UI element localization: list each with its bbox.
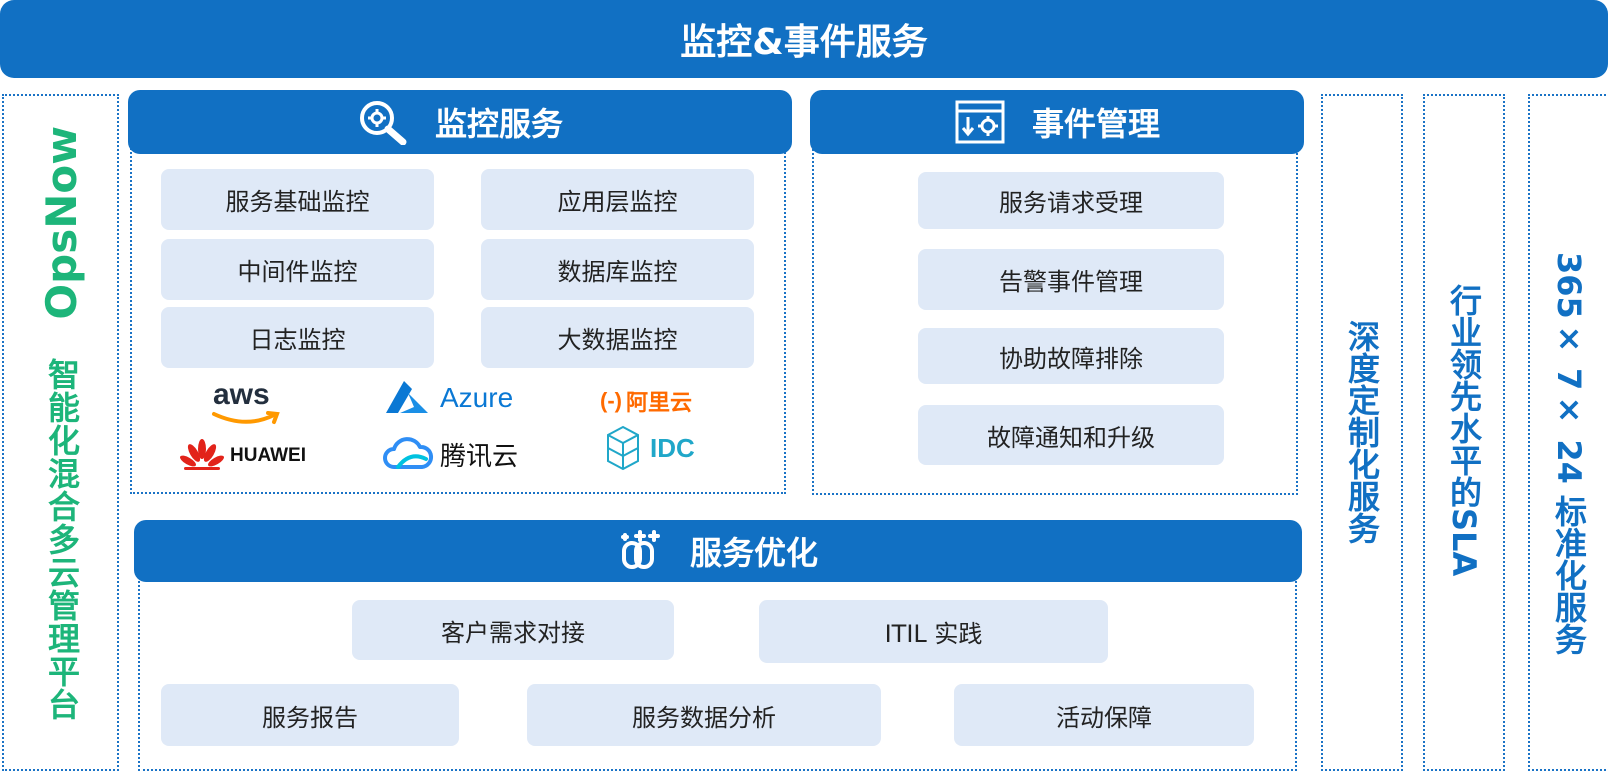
optimization-item: ITIL 实践 — [759, 600, 1108, 663]
aliyun-logo: (-) 阿里云 — [600, 383, 710, 419]
standard-service-label: 365× 7× 24 标准化服务 — [1550, 252, 1588, 656]
aliyun-logo-text: 阿里云 — [625, 391, 692, 416]
huawei-logo-text: HUAWEI — [230, 445, 306, 466]
aliyun-icon: (-) — [600, 388, 622, 413]
event-header: 事件管理 — [810, 90, 1304, 154]
monitoring-item: 数据库监控 — [481, 239, 754, 300]
page-title: 监控&事件服务 — [680, 22, 928, 63]
idc-logo-text: IDC — [650, 432, 695, 463]
tencent-logo: 腾讯云 — [382, 433, 522, 475]
platform-subtitle: 智能化混合多云管理平台 — [43, 358, 81, 721]
event-header-label: 事件管理 — [1031, 105, 1160, 143]
sla-column: 行业领先水平的SLA — [1423, 94, 1505, 771]
azure-logo: Azure — [384, 378, 524, 418]
monitoring-item: 应用层监控 — [481, 169, 754, 230]
huawei-logo: HUAWEI — [180, 436, 320, 476]
customized-service-label: 深度定制化服务 — [1343, 320, 1381, 544]
platform-brand: OpsNow — [37, 126, 86, 320]
optimization-item: 活动保障 — [954, 684, 1254, 746]
page-title-banner: 监控&事件服务 — [0, 0, 1608, 78]
customized-service-column: 深度定制化服务 — [1321, 94, 1403, 771]
event-item: 告警事件管理 — [918, 249, 1224, 310]
optimization-item: 服务数据分析 — [527, 684, 881, 746]
monitoring-item: 中间件监控 — [161, 239, 434, 300]
sla-label: 行业领先水平的SLA — [1445, 284, 1483, 577]
monitoring-header: 监控服务 — [128, 90, 792, 154]
azure-icon — [386, 381, 428, 413]
event-item: 服务请求受理 — [918, 172, 1224, 229]
monitoring-item: 服务基础监控 — [161, 169, 434, 230]
event-item: 协助故障排除 — [918, 328, 1224, 384]
optimization-item: 客户需求对接 — [352, 600, 674, 660]
optimization-header: 服务优化 — [134, 520, 1302, 582]
monitoring-item: 日志监控 — [161, 307, 434, 368]
aws-logo: aws — [208, 378, 288, 428]
platform-column: OpsNow 智能化混合多云管理平台 — [2, 94, 119, 771]
tencent-cloud-icon — [383, 437, 433, 469]
aws-logo-text: aws — [213, 378, 270, 411]
monitoring-header-label: 监控服务 — [434, 105, 563, 143]
optimization-header-label: 服务优化 — [689, 534, 818, 572]
optimization-item: 服务报告 — [161, 684, 459, 746]
standard-service-column: 365× 7× 24 标准化服务 — [1528, 94, 1608, 771]
datacenter-icon — [607, 425, 639, 471]
search-gear-icon — [357, 99, 409, 145]
aws-smile-icon — [212, 411, 280, 424]
tencent-logo-text: 腾讯云 — [440, 441, 519, 472]
window-gear-icon — [954, 99, 1006, 145]
link-plus-icon — [618, 529, 664, 573]
idc-logo: IDC — [604, 424, 708, 472]
huawei-icon — [180, 439, 224, 470]
azure-logo-text: Azure — [440, 382, 514, 413]
monitoring-item: 大数据监控 — [481, 307, 754, 368]
event-item: 故障通知和升级 — [918, 405, 1224, 465]
